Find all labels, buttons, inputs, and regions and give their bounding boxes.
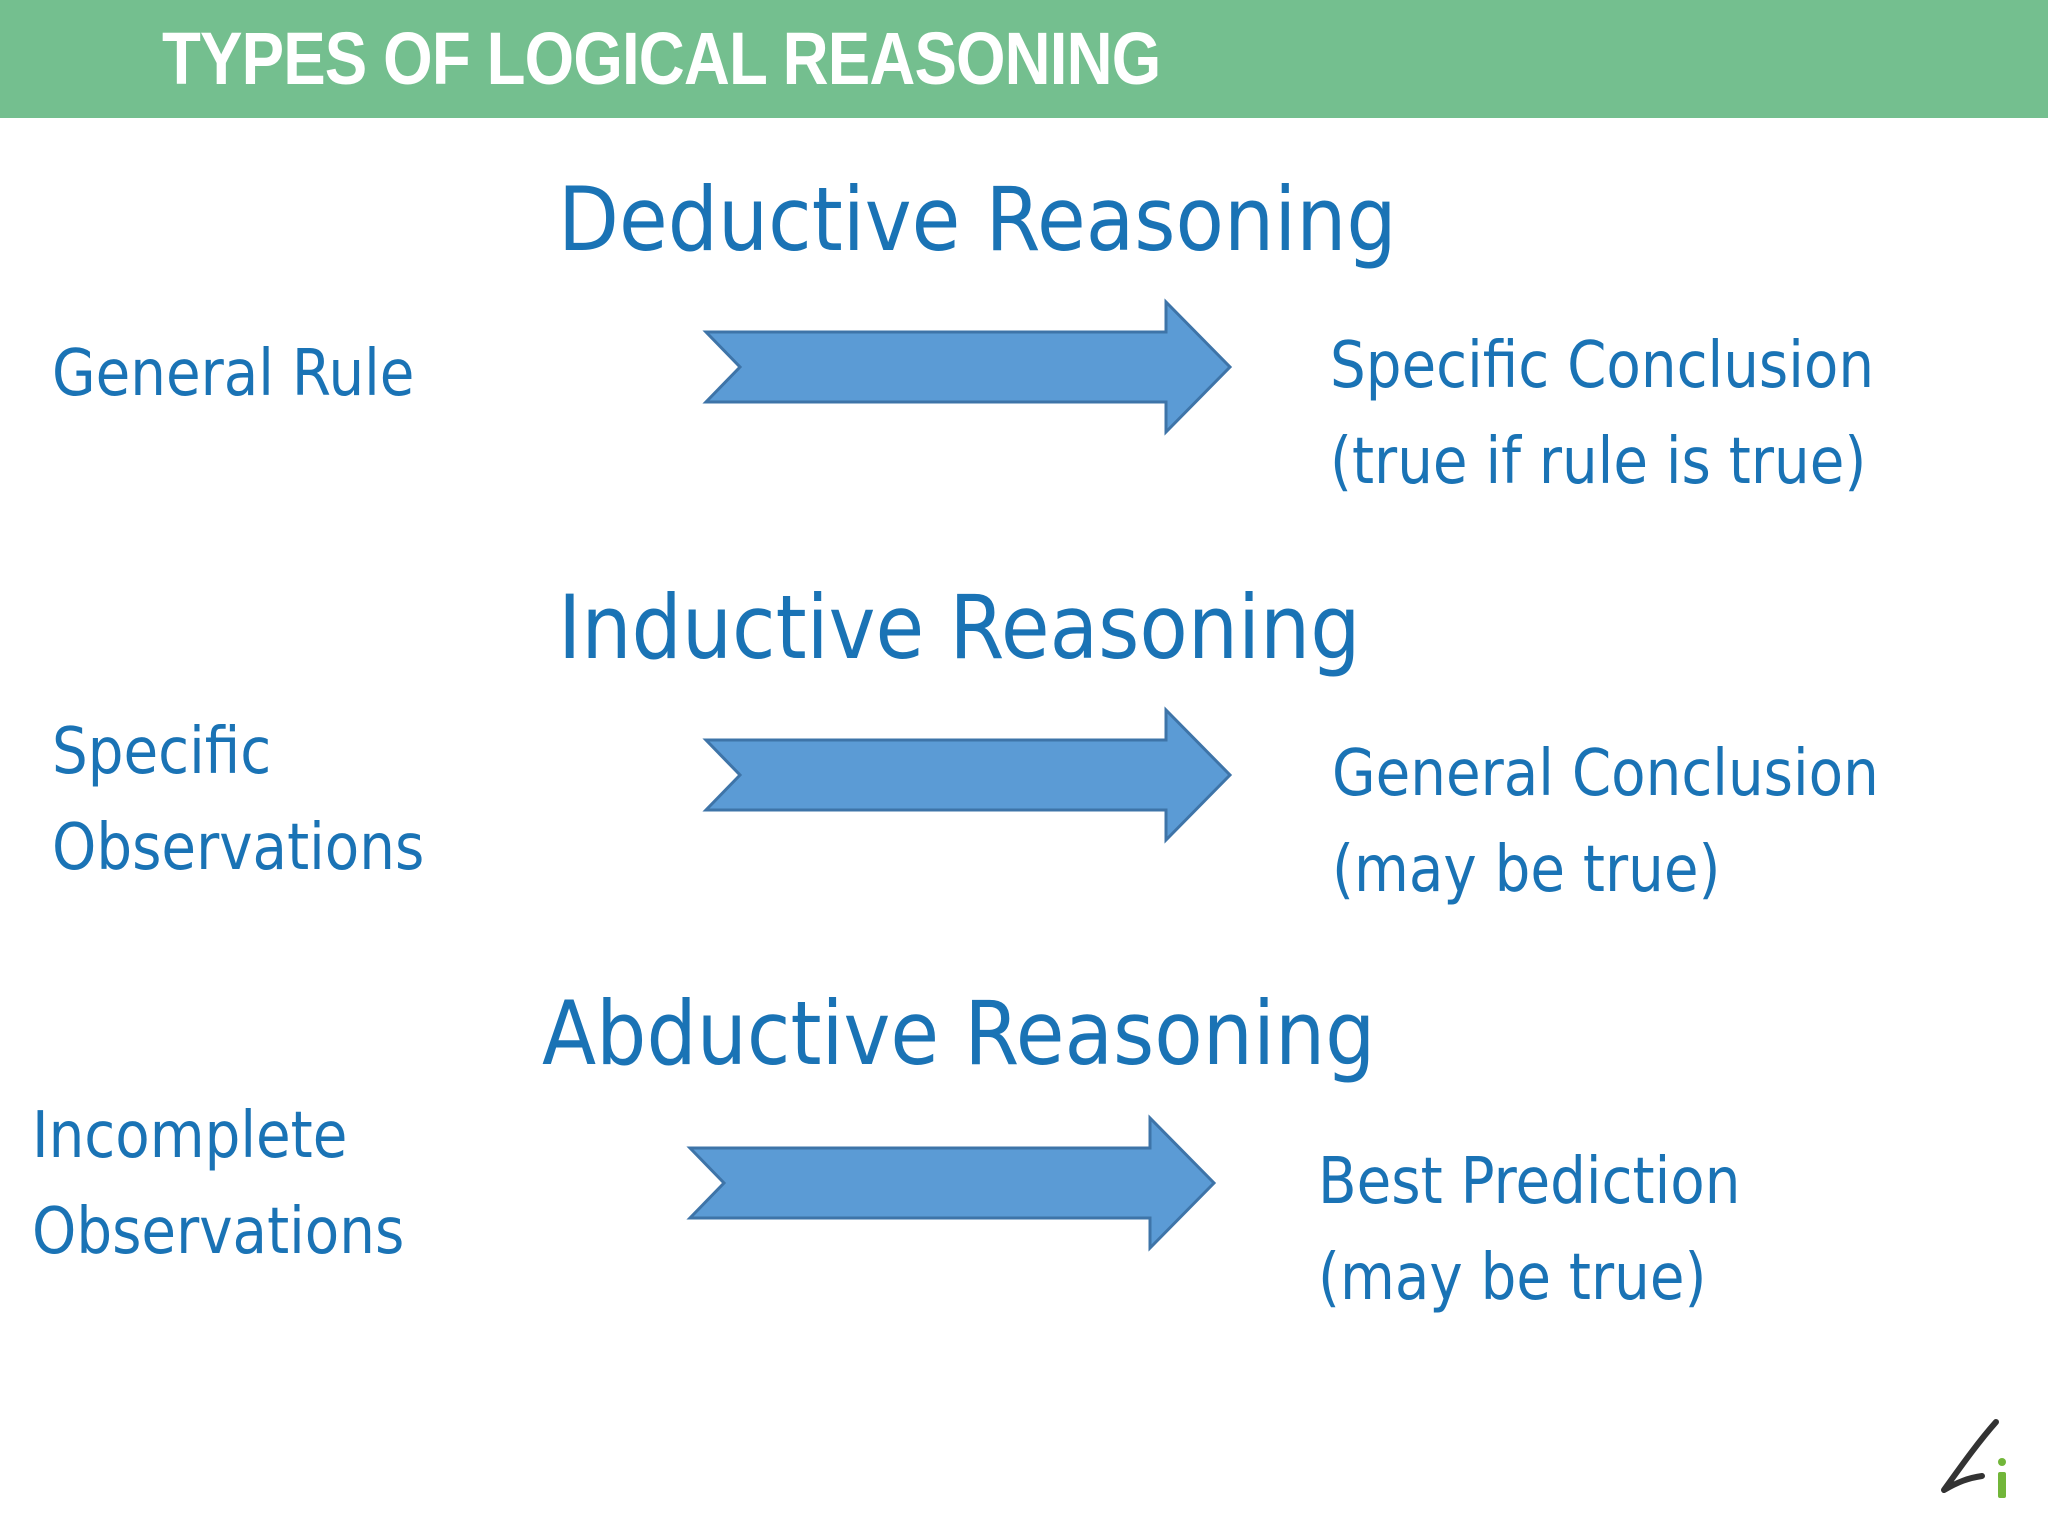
right-arrow-icon [702, 298, 1233, 436]
deductive-premise: General Rule [52, 326, 414, 422]
abductive-conclusion: Best Prediction (may be true) [1318, 1134, 1740, 1326]
right-arrow-icon [686, 1114, 1217, 1252]
deductive-conclusion: Specific Conclusion (true if rule is tru… [1330, 318, 1874, 510]
page-title: TYPES OF LOGICAL REASONING [162, 17, 1161, 100]
abductive-premise: Incomplete Observations [32, 1088, 404, 1280]
right-arrow-icon [702, 706, 1233, 844]
abductive-premise-line: Observations [32, 1195, 405, 1269]
brand-logo-icon [1941, 1419, 2006, 1498]
inductive-premise-line: Specific [52, 715, 272, 789]
abductive-title: Abductive Reasoning [542, 982, 1376, 1085]
inductive-title: Inductive Reasoning [558, 576, 1361, 679]
deductive-premise-line: General Rule [52, 337, 415, 411]
abductive-premise-line: Incomplete [32, 1099, 348, 1173]
inductive-conclusion-note: (may be true) [1332, 833, 1721, 907]
inductive-premise-line: Observations [52, 811, 425, 885]
right-arrow-shape [702, 298, 1233, 436]
deductive-conclusion-note: (true if rule is true) [1330, 425, 1867, 499]
inductive-conclusion-line: General Conclusion [1332, 737, 1879, 811]
abductive-conclusion-note: (may be true) [1318, 1241, 1707, 1315]
inductive-conclusion: General Conclusion (may be true) [1332, 726, 1879, 918]
right-arrow-shape [686, 1114, 1217, 1252]
deductive-title: Deductive Reasoning [558, 168, 1397, 271]
abductive-conclusion-line: Best Prediction [1318, 1145, 1741, 1219]
header-bar: TYPES OF LOGICAL REASONING [0, 0, 2048, 118]
inductive-premise: Specific Observations [52, 704, 424, 896]
deductive-conclusion-line: Specific Conclusion [1330, 329, 1875, 403]
right-arrow-shape [702, 706, 1233, 844]
